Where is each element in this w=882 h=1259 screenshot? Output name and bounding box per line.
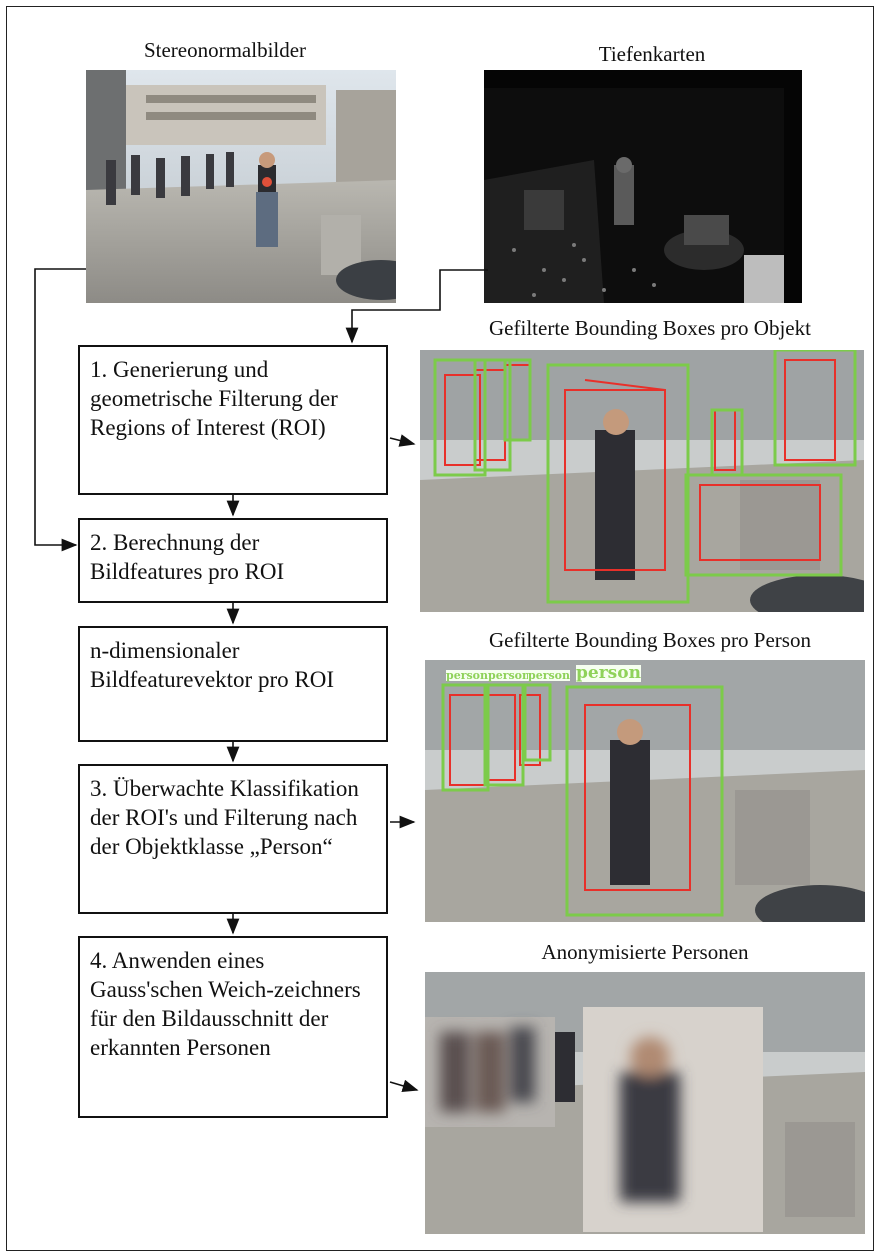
step-4-gaussian-blur: 4. Anwenden eines Gauss'schen Weich-zeic… [78, 936, 388, 1118]
stereo-image [86, 70, 396, 303]
step-1-roi-generation: 1. Generierung und geometrische Filterun… [78, 345, 388, 495]
caption-anonymized-persons: Anonymisierte Personen [541, 940, 749, 964]
person-label-small-1: person [446, 669, 489, 682]
person-bounding-boxes-image [425, 660, 865, 922]
caption-stereo-images: Stereonormalbilder [143, 38, 307, 62]
person-label-small-3: person [528, 669, 571, 682]
feature-vector-box: n-dimensionaler Bildfeaturevektor pro RO… [78, 626, 388, 742]
anonymized-image [425, 972, 865, 1234]
object-bounding-boxes-image [420, 350, 864, 612]
depth-map-image [484, 70, 802, 303]
caption-depth-maps: Tiefenkarten [598, 42, 706, 66]
step-2-feature-computation: 2. Berechnung der Bildfeatures pro ROI [78, 518, 388, 603]
caption-filtered-objects: Gefilterte Bounding Boxes pro Objekt [489, 316, 811, 340]
step-3-classification: 3. Überwachte Klassifikation der ROI's u… [78, 764, 388, 914]
figure-frame [6, 6, 874, 1251]
caption-filtered-persons: Gefilterte Bounding Boxes pro Person [489, 628, 811, 652]
person-label-large: person [576, 663, 641, 683]
person-label-small-2: person [488, 669, 531, 682]
